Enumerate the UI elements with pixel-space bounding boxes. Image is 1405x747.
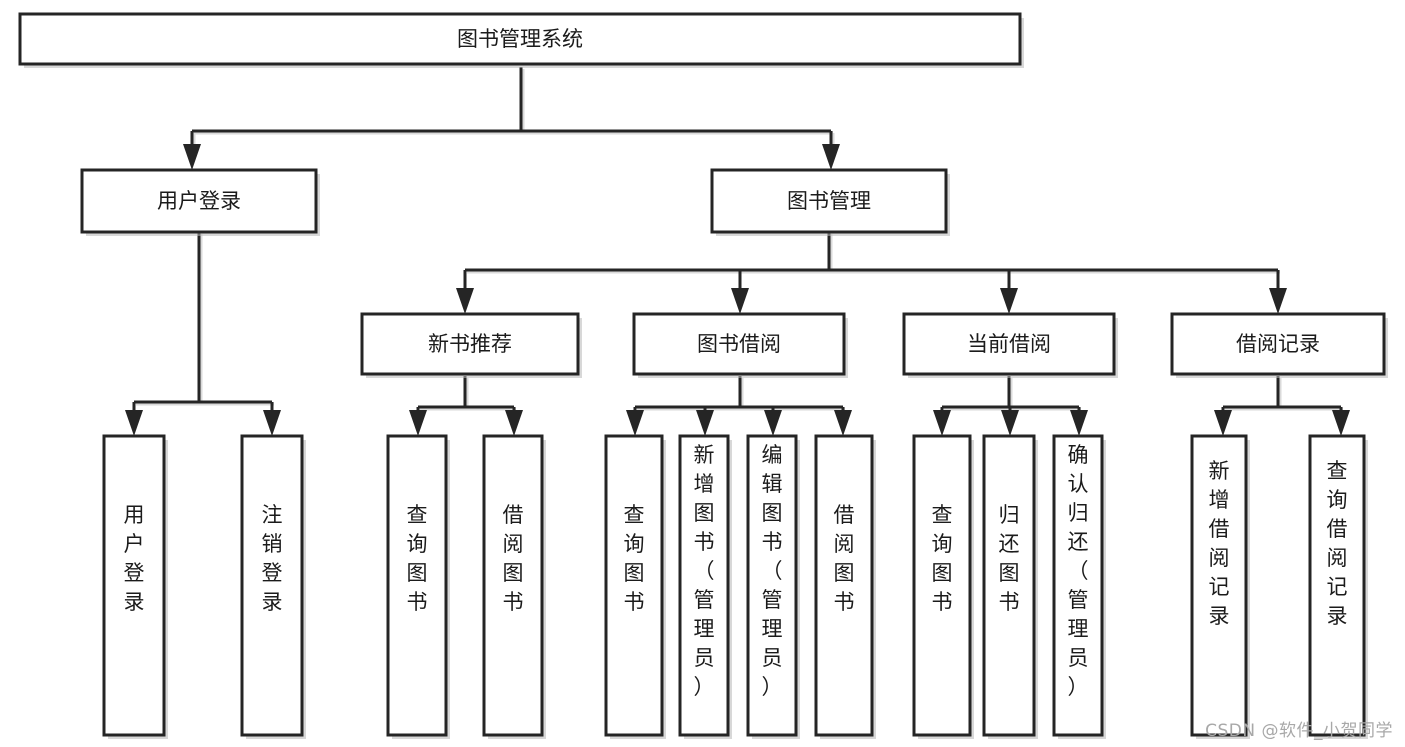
node-leaf-query-book-1-label: 查询图书 <box>407 503 428 614</box>
arrow-to-leaf-add-book-admin <box>696 410 714 436</box>
arrow-to-leaf-query-book-2 <box>626 410 644 436</box>
node-leaf-edit-book-admin[interactable]: 编辑图书（管理员） <box>746 434 800 739</box>
arrow-to-leaf-return-book <box>1001 410 1019 436</box>
node-leaf-borrow-book-2-label: 借阅图书 <box>834 503 855 614</box>
arrow-to-book-manage <box>822 144 840 170</box>
node-leaf-return-book-label: 归还图书 <box>999 503 1020 614</box>
node-leaf-add-borrow-record-label: 新增借阅记录 <box>1209 459 1230 628</box>
node-current-borrow[interactable]: 当前借阅 <box>902 312 1118 378</box>
arrow-to-leaf-query-borrow-record <box>1332 410 1350 436</box>
node-leaf-borrow-book-1-label: 借阅图书 <box>503 503 524 614</box>
node-root-label: 图书管理系统 <box>457 27 583 51</box>
node-leaf-query-book-2[interactable]: 查询图书 <box>604 434 666 739</box>
node-new-book-recommend[interactable]: 新书推荐 <box>360 312 582 378</box>
connector-userlogin-to-leaves <box>125 232 281 436</box>
node-leaf-borrow-book-2[interactable]: 借阅图书 <box>814 434 876 739</box>
node-leaf-query-book-1[interactable]: 查询图书 <box>386 434 450 739</box>
node-book-manage[interactable]: 图书管理 <box>710 168 950 236</box>
node-leaf-confirm-return-admin[interactable]: 确认归还（管理员） <box>1052 434 1106 739</box>
connector-borrowrecord-to-leaves <box>1214 376 1350 436</box>
arrow-to-leaf-user-logout <box>263 410 281 436</box>
arrow-to-new-book-recommend <box>456 288 474 314</box>
node-current-borrow-label: 当前借阅 <box>967 332 1051 356</box>
node-leaf-user-logout-label: 注销登录 <box>262 503 283 614</box>
node-borrow-record-label: 借阅记录 <box>1236 332 1320 356</box>
node-book-borrow-label: 图书借阅 <box>697 332 781 356</box>
arrow-to-current-borrow <box>1000 288 1018 314</box>
node-user-login[interactable]: 用户登录 <box>80 168 320 236</box>
node-leaf-add-book-admin-label: 新增图书（管理员） <box>694 443 715 699</box>
leaf-layer: 用户登录 注销登录 查询图书 借阅图书 查询图书 <box>102 434 1368 739</box>
node-leaf-add-borrow-record[interactable]: 新增借阅记录 <box>1190 434 1250 739</box>
arrow-to-book-borrow <box>731 288 749 314</box>
node-leaf-query-borrow-record-label: 查询借阅记录 <box>1327 459 1348 628</box>
node-leaf-confirm-return-admin-label: 确认归还（管理员） <box>1068 443 1089 699</box>
node-leaf-return-book[interactable]: 归还图书 <box>982 434 1038 739</box>
node-leaf-user-login[interactable]: 用户登录 <box>102 434 168 739</box>
node-leaf-query-borrow-record[interactable]: 查询借阅记录 <box>1308 434 1368 739</box>
arrow-to-leaf-query-book-3 <box>933 410 951 436</box>
connector-currentborrow-to-leaves <box>933 376 1088 436</box>
node-book-manage-label: 图书管理 <box>787 189 871 213</box>
arrow-to-user-login <box>183 144 201 170</box>
arrow-to-borrow-record <box>1269 288 1287 314</box>
connector-root-to-level1 <box>183 67 840 170</box>
arrow-to-leaf-query-book-1 <box>409 410 427 436</box>
node-leaf-query-book-3-label: 查询图书 <box>932 503 953 614</box>
node-root[interactable]: 图书管理系统 <box>18 12 1024 68</box>
connector-bookmanage-to-level2 <box>456 232 1287 314</box>
node-user-login-label: 用户登录 <box>157 189 241 213</box>
arrow-to-leaf-user-login <box>125 410 143 436</box>
node-borrow-record[interactable]: 借阅记录 <box>1170 312 1388 378</box>
arrow-to-leaf-borrow-book-1 <box>505 410 523 436</box>
node-leaf-add-book-admin[interactable]: 新增图书（管理员） <box>678 434 732 739</box>
node-leaf-user-login-label: 用户登录 <box>124 503 145 614</box>
csdn-watermark: CSDN @软件_小贺同学 <box>1205 721 1393 741</box>
connector-newbook-to-leaves <box>409 376 523 436</box>
node-leaf-edit-book-admin-label: 编辑图书（管理员） <box>762 443 783 699</box>
node-leaf-borrow-book-1[interactable]: 借阅图书 <box>482 434 546 739</box>
node-book-borrow[interactable]: 图书借阅 <box>632 312 848 378</box>
connector-layer <box>125 67 1350 436</box>
node-leaf-query-book-3[interactable]: 查询图书 <box>912 434 974 739</box>
arrow-to-leaf-edit-book-admin <box>764 410 782 436</box>
node-new-book-recommend-label: 新书推荐 <box>428 332 512 356</box>
arrow-to-leaf-add-borrow-record <box>1214 410 1232 436</box>
arrow-to-leaf-borrow-book-2 <box>834 410 852 436</box>
node-leaf-user-logout[interactable]: 注销登录 <box>240 434 306 739</box>
node-leaf-query-book-2-label: 查询图书 <box>624 503 645 614</box>
arrow-to-leaf-confirm-return-admin <box>1070 410 1088 436</box>
connector-bookborrow-to-leaves <box>626 376 852 436</box>
